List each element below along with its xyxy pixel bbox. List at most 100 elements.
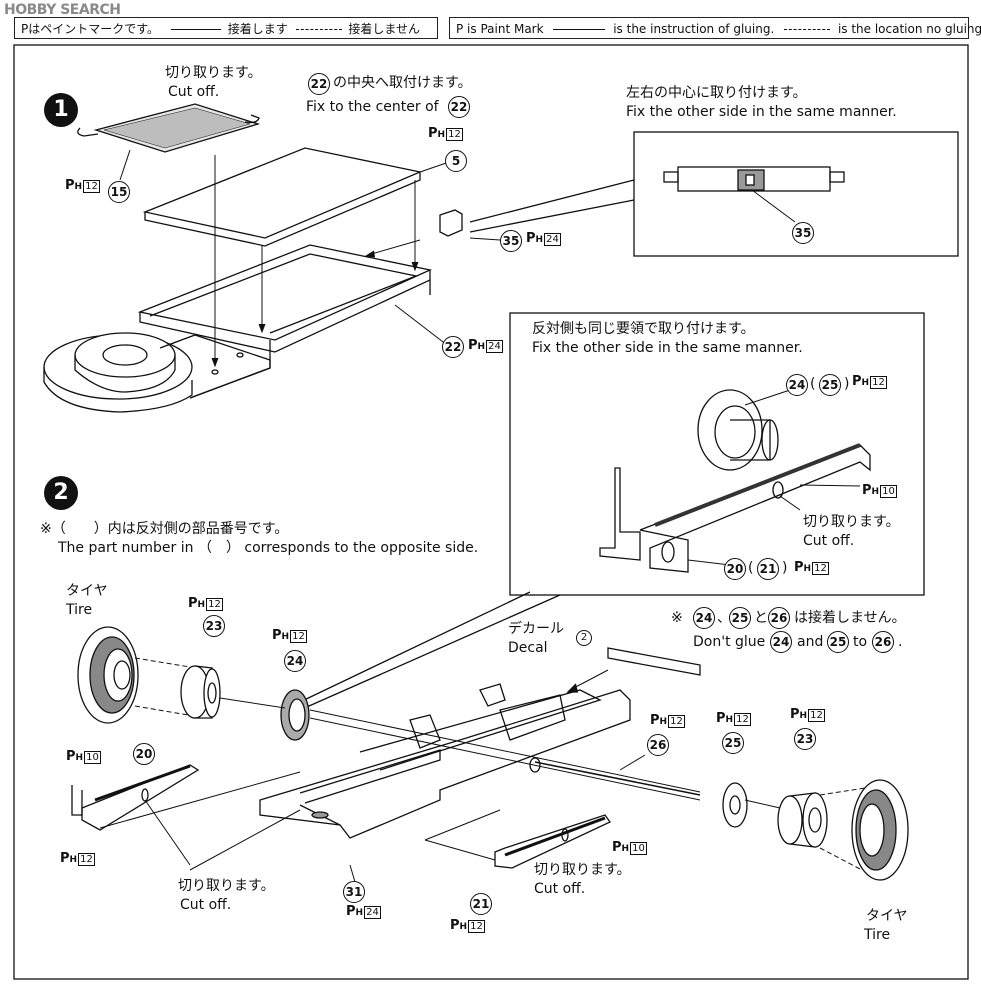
comma: 、 bbox=[717, 610, 731, 626]
step-1-marker: 1 bbox=[44, 93, 78, 127]
part-22-callout: 22 bbox=[448, 96, 470, 118]
legend-jp-paint: Pはペイントマークです。 bbox=[21, 22, 160, 36]
inset-2-frame bbox=[509, 312, 925, 596]
noglue-en-3: to bbox=[853, 634, 868, 650]
noglue-jp: は接着しません。 bbox=[794, 610, 906, 626]
left-cutoff-jp: 切り取ります。 bbox=[178, 878, 275, 894]
decal-jp: デカール bbox=[508, 621, 564, 637]
part-23-callout: 23 bbox=[794, 728, 816, 750]
legend-en: P is Paint Mark is the instruction of gl… bbox=[449, 17, 981, 39]
step2-note-en: The part number in （ ） corresponds to th… bbox=[58, 540, 479, 556]
part-26-callout: 26 bbox=[647, 734, 669, 756]
note-mark: ※ bbox=[671, 610, 683, 626]
part-22-callout: 22 bbox=[442, 336, 464, 358]
noglue-line-icon bbox=[784, 29, 831, 30]
part-26-callout: 26 bbox=[872, 631, 894, 653]
step2-note-jp: ※（ ）内は反対側の部品番号です。 bbox=[40, 521, 289, 537]
inset-axle-drawing bbox=[599, 389, 871, 573]
chassis-frame-drawing bbox=[259, 683, 701, 839]
part-24-callout: 24 bbox=[786, 374, 808, 396]
part-31-callout: 31 bbox=[343, 881, 365, 903]
part-21-callout: 21 bbox=[757, 558, 779, 580]
decal-drawing bbox=[607, 647, 701, 676]
part-23-callout: 23 bbox=[203, 615, 225, 637]
part-35-callout: 35 bbox=[792, 222, 814, 244]
inset-cutoff-jp: 切り取ります。 bbox=[803, 514, 900, 530]
step2-inset-en: Fix the other side in the same manner. bbox=[532, 340, 803, 356]
noglue-en-1: Don't glue bbox=[693, 634, 766, 650]
legend-en-paint: P is Paint Mark bbox=[456, 22, 544, 36]
part-25-callout: 25 bbox=[722, 732, 744, 754]
step1-cutoff-en: Cut off. bbox=[168, 84, 220, 100]
part-15-callout: 15 bbox=[108, 181, 130, 203]
part-22-callout: 22 bbox=[308, 73, 330, 95]
part-24-callout: 24 bbox=[770, 631, 792, 653]
decal-en: Decal bbox=[508, 640, 548, 656]
legend-en-glue: is the instruction of gluing. bbox=[613, 22, 775, 36]
noglue-en-2: and bbox=[797, 634, 824, 650]
paren-open: ( bbox=[810, 376, 816, 392]
step1-inset-jp: 左右の中心に取り付けます。 bbox=[626, 85, 807, 101]
paren-close: ) bbox=[782, 560, 788, 576]
decal-2-callout: 2 bbox=[576, 630, 592, 646]
step1-cutoff-jp: 切り取ります。 bbox=[165, 65, 262, 81]
part-5-drawing bbox=[142, 147, 423, 239]
left-tire-en: Tire bbox=[66, 602, 93, 618]
glue-line-icon bbox=[553, 29, 606, 30]
part-20-callout: 20 bbox=[133, 743, 155, 765]
step-2-marker: 2 bbox=[44, 476, 78, 510]
right-arm-drawing bbox=[424, 809, 611, 869]
right-disc-drawing bbox=[722, 782, 748, 828]
part-21-callout: 21 bbox=[470, 893, 492, 915]
step2-inset-jp: 反対側も同じ要領で取り付けます。 bbox=[532, 321, 755, 337]
step1-fix-center-jp: の中央へ取付けます。 bbox=[333, 75, 472, 91]
step1-fix-center-en: Fix to the center of bbox=[306, 99, 439, 115]
inset-1-frame bbox=[633, 131, 959, 257]
main-frame bbox=[13, 44, 969, 980]
part-35-drawing bbox=[439, 209, 463, 237]
glue-line-icon bbox=[170, 29, 221, 30]
part-15-drawing bbox=[77, 103, 261, 153]
paren-open: ( bbox=[748, 560, 754, 576]
part-22-drawing bbox=[43, 244, 433, 413]
part-26-callout: 26 bbox=[768, 607, 790, 629]
right-tire-drawing bbox=[851, 779, 909, 881]
legend-jp: Pはペイントマークです。 接着します 接着しません bbox=[14, 17, 438, 39]
legend-jp-noglue: 接着しません bbox=[348, 22, 421, 36]
paren-close: ) bbox=[844, 376, 850, 392]
left-tire-jp: タイヤ bbox=[66, 583, 108, 599]
part-24-callout: 24 bbox=[284, 650, 306, 672]
right-cutoff-en: Cut off. bbox=[534, 881, 586, 897]
part-25-callout: 25 bbox=[819, 374, 841, 396]
watermark: HOBBY SEARCH bbox=[4, 2, 121, 18]
left-hub-drawing bbox=[180, 665, 221, 719]
legend-jp-glue: 接着します bbox=[227, 22, 288, 36]
part-25-callout: 25 bbox=[827, 631, 849, 653]
and-jp: と bbox=[754, 610, 768, 626]
part-5-callout: 5 bbox=[445, 150, 467, 172]
axle-26-drawing bbox=[534, 761, 701, 796]
right-hub-drawing bbox=[777, 792, 828, 848]
part-25-callout: 25 bbox=[729, 607, 751, 629]
part-24-callout: 24 bbox=[693, 607, 715, 629]
part-35-callout: 35 bbox=[500, 230, 522, 252]
inset-cutoff-en: Cut off. bbox=[803, 533, 855, 549]
